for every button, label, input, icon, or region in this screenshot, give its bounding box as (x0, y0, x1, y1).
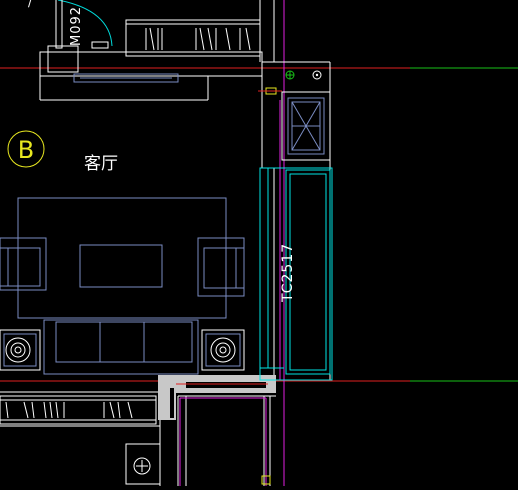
door-tag-partial: / (28, 0, 33, 9)
door-tag-label: M092 (69, 6, 84, 46)
coffee-table (79, 244, 163, 288)
window-tc2517[interactable] (259, 167, 333, 381)
door-jamb (47, 45, 79, 73)
door-m092[interactable]: M092 / (28, 0, 113, 73)
axis-marker-circle (7, 130, 45, 168)
axis-marker-label: B (18, 136, 34, 164)
side-table-right (201, 329, 245, 371)
armchair-left (0, 237, 47, 291)
shaft-lines (179, 397, 267, 486)
door-leaf (55, 0, 63, 49)
room-label-living-room: 客厅 (84, 154, 118, 174)
window-tag-label: TC2517 (280, 243, 296, 303)
door-swing-arc (57, 0, 113, 47)
shaft-marker (261, 475, 271, 485)
rug-outline (17, 197, 227, 319)
side-table-left (0, 329, 41, 371)
bottom-fixture (125, 443, 161, 485)
tv-cabinet (73, 73, 179, 83)
window-frame-inner (285, 169, 331, 375)
sofa-set (0, 197, 245, 375)
ac-marker-symbols (258, 70, 322, 95)
door-handle (91, 41, 109, 49)
top-storage-cabinet (125, 19, 261, 57)
sofa-main (43, 319, 199, 375)
axis-marker-b: B (7, 130, 45, 168)
window-frame-outer (259, 167, 333, 381)
ac-unit (281, 91, 331, 161)
bottom-storage-cabinet (0, 395, 157, 425)
armchair-right (197, 237, 245, 297)
window-glass (289, 173, 327, 371)
wall-corner-fill (158, 375, 276, 420)
